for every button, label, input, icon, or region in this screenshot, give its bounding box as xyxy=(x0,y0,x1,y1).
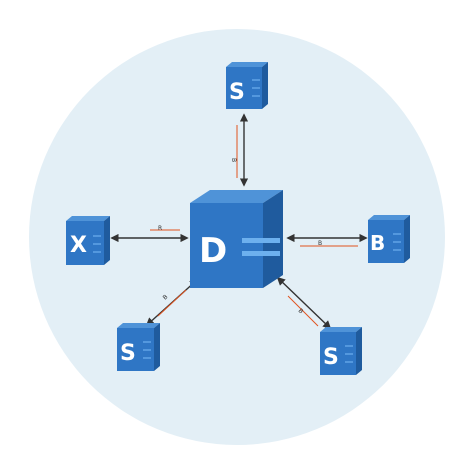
node-bottom-left: S xyxy=(117,323,160,371)
center-stripe-1 xyxy=(242,238,280,243)
node-right-glyph: B xyxy=(370,231,385,255)
node-bottom-left-glyph: S xyxy=(120,341,136,366)
node-left-glyph: X xyxy=(70,233,87,258)
database-cube-icon xyxy=(190,203,263,288)
edge-right: B xyxy=(286,233,368,247)
server-icon xyxy=(66,221,104,265)
edge-bottom-right-label: B xyxy=(297,307,305,315)
center-cube-top xyxy=(190,190,283,203)
node-top: S xyxy=(226,62,268,109)
center-glyph: D xyxy=(199,231,227,271)
edge-left: R xyxy=(110,225,189,243)
node-bottom-right-glyph: S xyxy=(323,345,339,370)
node-right: B xyxy=(368,215,410,263)
center-stripe-2 xyxy=(242,251,280,256)
edge-top-label: B xyxy=(230,158,237,162)
node-left: X xyxy=(66,216,110,265)
edge-bottom-left: B xyxy=(145,278,199,327)
node-top-glyph: S xyxy=(229,80,245,105)
edge-bottom-left-label: B xyxy=(162,294,170,302)
node-bottom-right: S xyxy=(320,327,362,375)
edge-right-label: B xyxy=(318,240,322,247)
edge-top: B xyxy=(230,113,249,187)
edge-left-label: R xyxy=(158,225,162,232)
center-node: D xyxy=(190,190,283,288)
edge-bottom-right: B xyxy=(276,276,332,330)
